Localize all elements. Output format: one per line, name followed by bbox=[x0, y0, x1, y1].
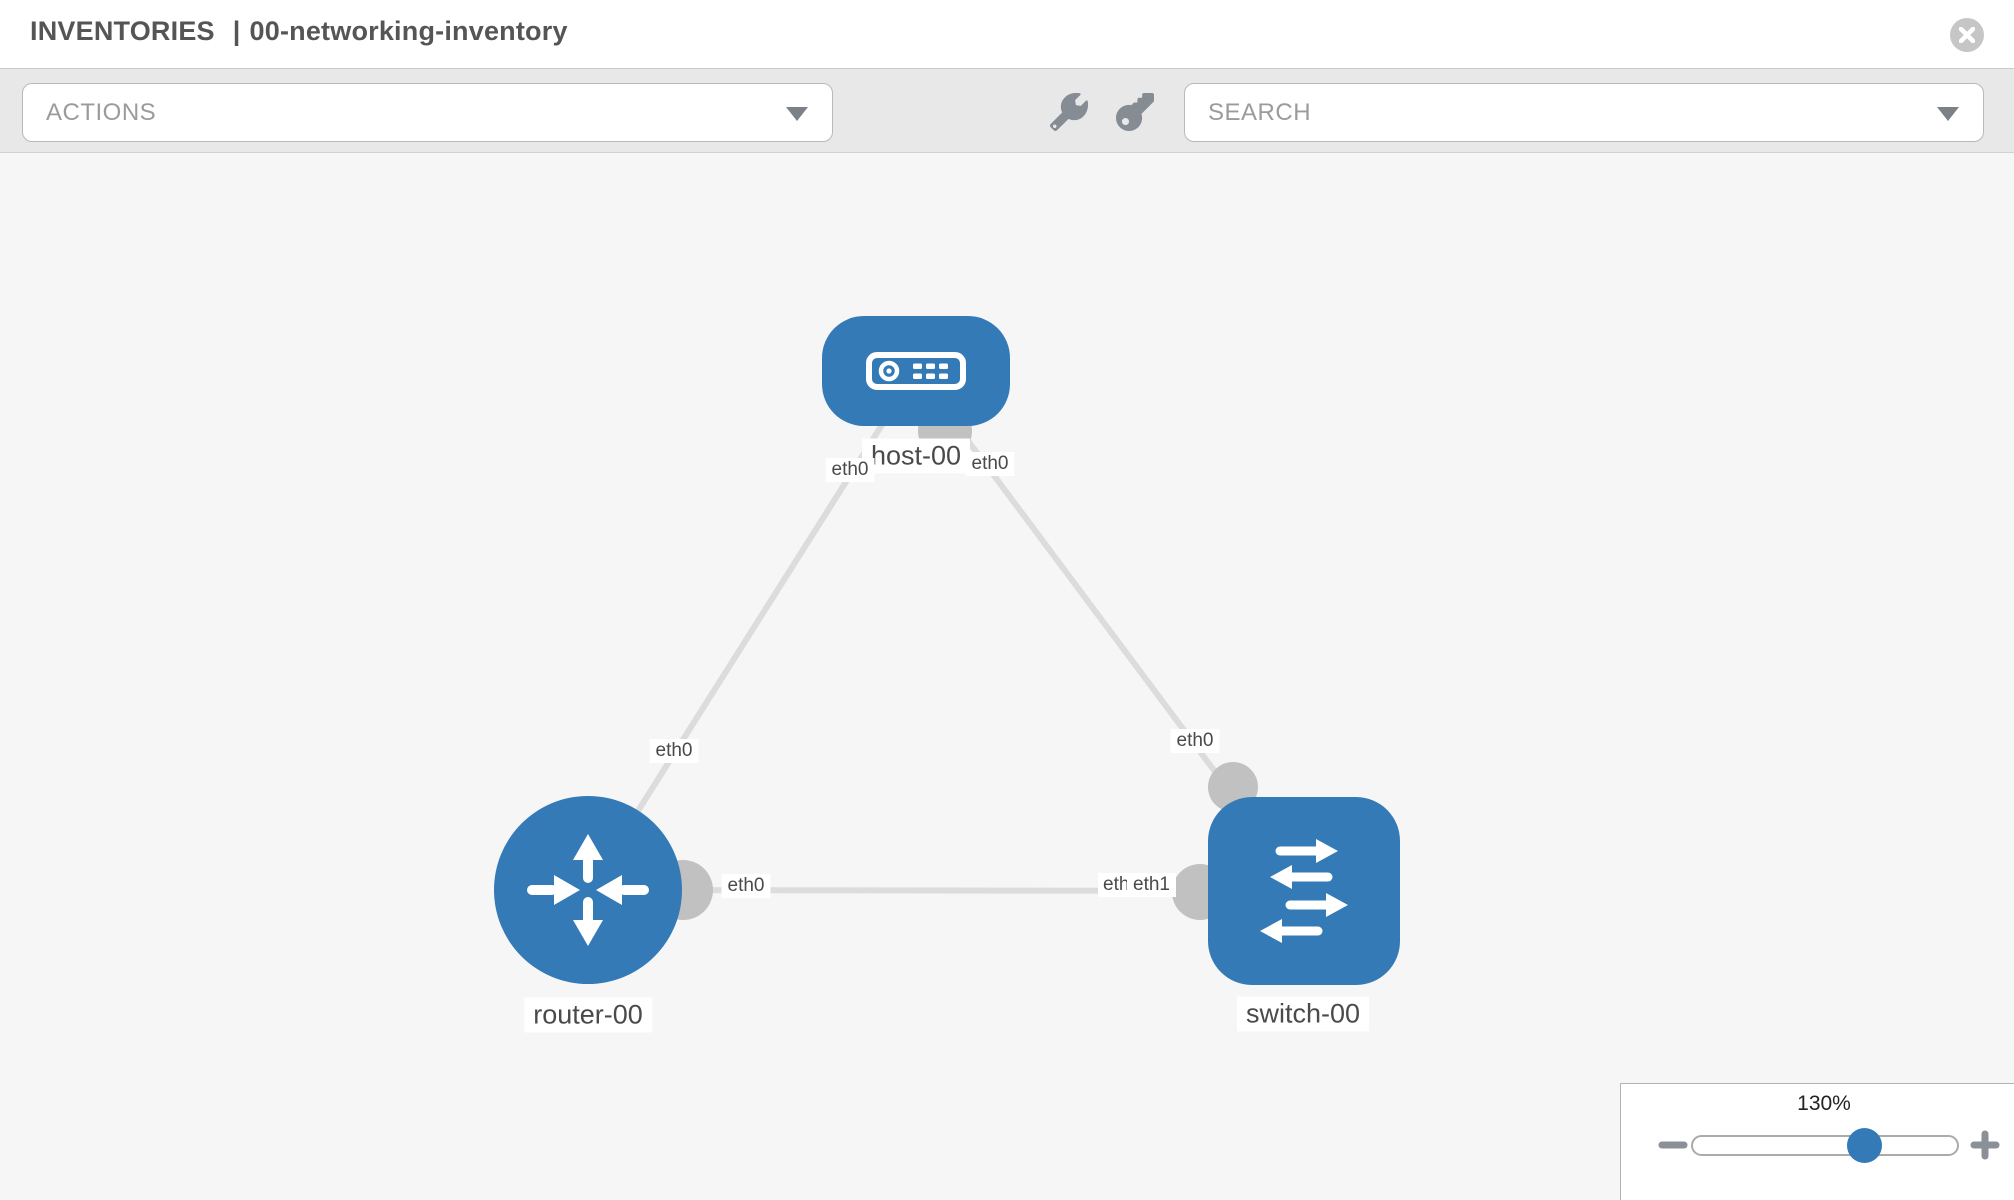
configure-button[interactable] bbox=[1050, 92, 1089, 131]
zoom-in-button[interactable] bbox=[1970, 1130, 2000, 1160]
minus-icon bbox=[1658, 1141, 1688, 1149]
actions-dropdown-label: ACTIONS bbox=[46, 98, 157, 126]
node-router-00[interactable] bbox=[494, 796, 682, 984]
topology-canvas[interactable]: host-00 router-00 switch-00 eth0 eth0 et… bbox=[0, 153, 2014, 1200]
interface-label: eth0 bbox=[965, 452, 1015, 476]
node-switch-00[interactable] bbox=[1208, 797, 1400, 985]
node-label-router: router-00 bbox=[524, 997, 652, 1033]
node-host-00[interactable] bbox=[822, 316, 1010, 426]
actions-dropdown[interactable]: ACTIONS bbox=[22, 83, 833, 142]
interface-label-clipped: eth0 bbox=[1098, 873, 1129, 897]
interface-label: eth0 bbox=[649, 739, 699, 763]
router-icon bbox=[527, 834, 649, 946]
page-title-section: INVENTORIES bbox=[30, 16, 215, 46]
node-label-switch: switch-00 bbox=[1236, 996, 1370, 1032]
page-title: INVENTORIES | 00-networking-inventory bbox=[30, 16, 568, 47]
zoom-control-panel: 130% bbox=[1620, 1083, 2014, 1200]
interface-label: eth0 bbox=[1170, 729, 1220, 753]
zoom-out-button[interactable] bbox=[1658, 1130, 1688, 1160]
search-input[interactable]: SEARCH bbox=[1184, 83, 1984, 142]
chevron-down-icon bbox=[786, 106, 808, 121]
zoom-slider-handle[interactable] bbox=[1847, 1128, 1882, 1163]
close-button[interactable] bbox=[1950, 18, 1984, 52]
interface-label: eth0 bbox=[721, 874, 771, 898]
plus-icon bbox=[1970, 1130, 2000, 1160]
key-icon bbox=[1116, 93, 1154, 131]
switch-icon bbox=[1260, 839, 1348, 943]
close-icon bbox=[1959, 27, 1975, 43]
search-placeholder: SEARCH bbox=[1208, 98, 1312, 126]
wrench-icon bbox=[1050, 92, 1089, 131]
interface-label: eth1 bbox=[1127, 873, 1176, 897]
interface-label: eth0 bbox=[825, 458, 875, 482]
header: INVENTORIES | 00-networking-inventory bbox=[0, 0, 2014, 68]
links-layer bbox=[585, 369, 1307, 920]
toolbar: ACTIONS SEARCH bbox=[0, 68, 2014, 153]
zoom-slider-track[interactable] bbox=[1691, 1135, 1959, 1156]
inventory-name: 00-networking-inventory bbox=[249, 16, 568, 46]
credentials-button[interactable] bbox=[1116, 93, 1154, 131]
node-label-host: host-00 bbox=[861, 438, 971, 474]
chevron-down-icon bbox=[1937, 106, 1959, 121]
host-icon bbox=[866, 352, 966, 390]
page-title-separator: | bbox=[232, 16, 241, 46]
link-host-router bbox=[585, 369, 919, 892]
zoom-level-value: 130% bbox=[1797, 1092, 1851, 1115]
